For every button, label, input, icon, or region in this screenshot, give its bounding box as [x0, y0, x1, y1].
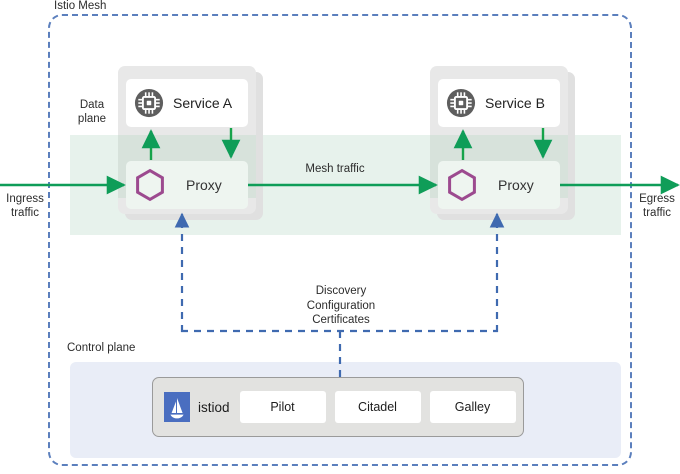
component-chip-citadel[interactable]: Citadel: [334, 391, 421, 423]
istiod-card[interactable]: istiod Pilot Citadel Galley: [152, 377, 524, 437]
flow-line-certificates: Certificates: [312, 314, 370, 326]
proxy-a-label: Proxy: [186, 177, 222, 193]
proxy-b-box[interactable]: Proxy: [438, 161, 560, 209]
istio-mesh-boundary: [48, 14, 632, 466]
service-a-label: Service A: [173, 95, 233, 111]
component-chip-pilot[interactable]: Pilot: [239, 391, 326, 423]
istio-sail-icon: [164, 392, 190, 422]
component-chip-galley[interactable]: Galley: [429, 391, 516, 423]
flow-line-configuration: Configuration: [306, 299, 376, 312]
microchip-icon: [446, 88, 476, 118]
control-plane-flow-label: Discovery Configuration Certificates: [268, 284, 414, 328]
flow-line-discovery: Discovery: [315, 285, 367, 297]
istio-mesh-label: Istio Mesh: [50, 0, 111, 12]
service-b-label: Service B: [485, 95, 545, 111]
proxy-b-label: Proxy: [498, 177, 534, 193]
mesh-traffic-label: Mesh traffic: [305, 163, 365, 175]
istiod-label: istiod: [198, 399, 230, 415]
microchip-icon: [134, 88, 164, 118]
service-b-box[interactable]: Service B: [438, 79, 560, 127]
control-plane-label: Control plane: [67, 342, 136, 354]
hexagon-icon: [134, 168, 166, 202]
hexagon-icon: [446, 168, 478, 202]
service-a-box[interactable]: Service A: [126, 79, 248, 127]
proxy-a-box[interactable]: Proxy: [126, 161, 248, 209]
